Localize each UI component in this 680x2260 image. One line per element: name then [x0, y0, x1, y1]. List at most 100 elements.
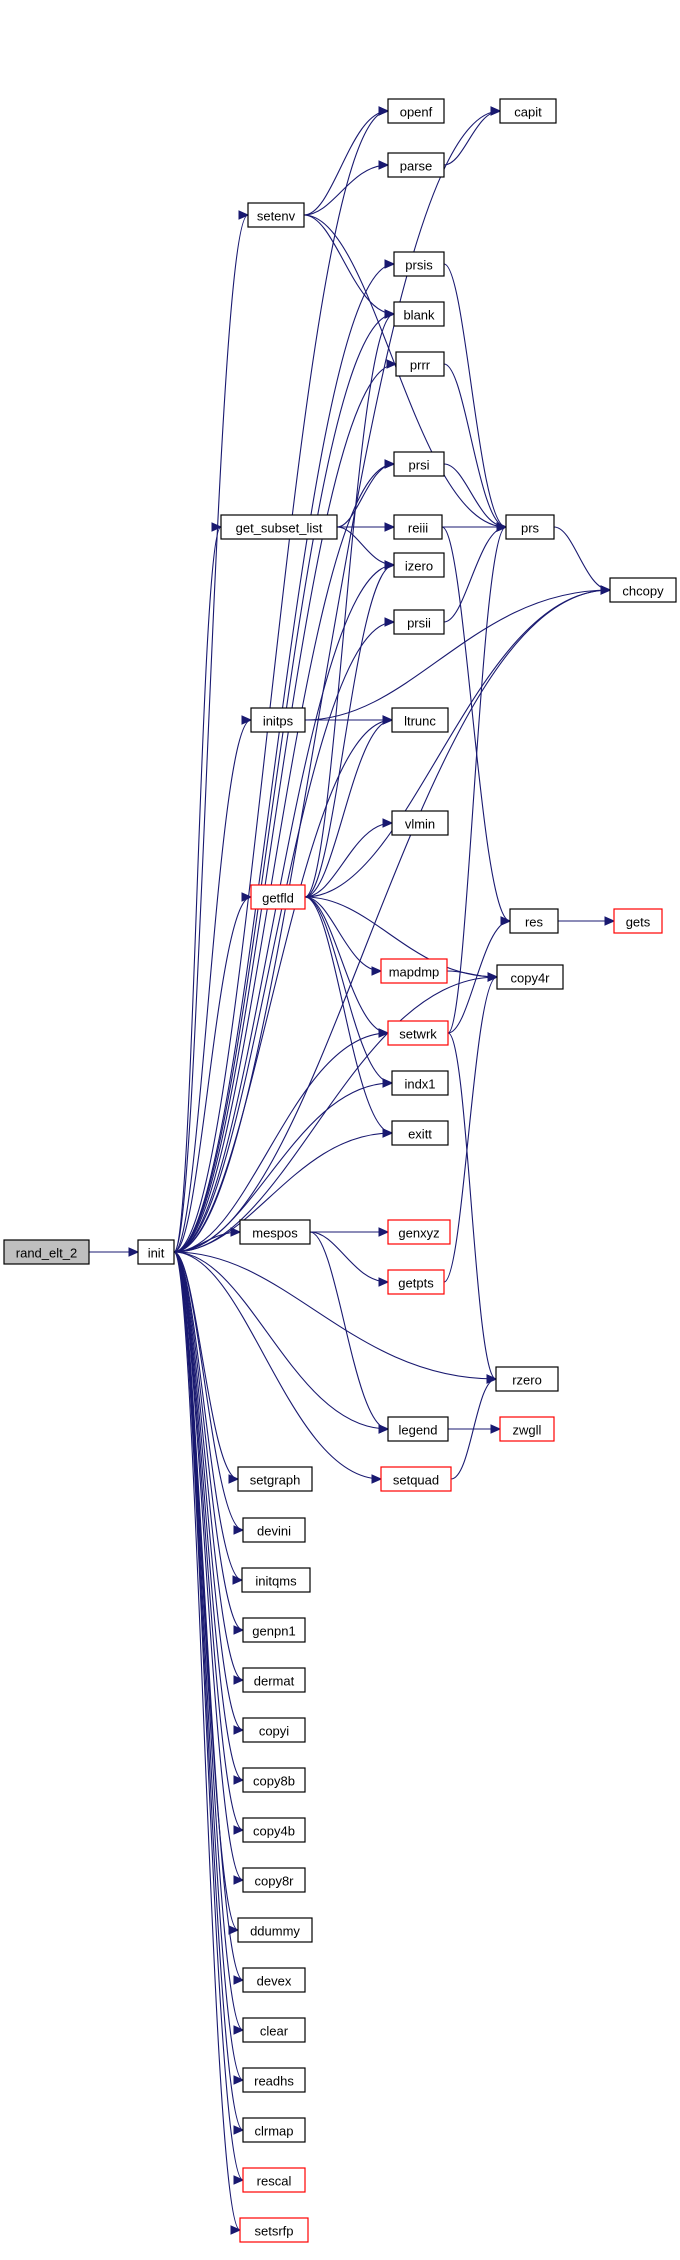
node-prs[interactable]: prs — [505, 514, 555, 540]
node-box-gets — [613, 908, 663, 934]
edge-init-to-capit — [173, 110, 501, 1253]
node-gets[interactable]: gets — [613, 908, 663, 934]
node-ddummy[interactable]: ddummy — [237, 1917, 313, 1943]
node-getfld[interactable]: getfld — [250, 884, 306, 910]
node-box-exitt — [391, 1120, 449, 1146]
node-clear[interactable]: clear — [242, 2017, 306, 2043]
node-prrr[interactable]: prrr — [395, 351, 445, 377]
node-copyi[interactable]: copyi — [242, 1717, 306, 1743]
edge-init-to-prsi — [173, 463, 395, 1253]
arrowhead-init-to-mespos — [230, 1227, 242, 1237]
node-label-copy8b: copy8b — [253, 1774, 295, 1789]
node-box-prs — [505, 514, 555, 540]
edge-getfld-to-izero — [304, 564, 395, 898]
node-chcopy[interactable]: chcopy — [609, 577, 677, 603]
node-setenv[interactable]: setenv — [247, 202, 305, 228]
node-copy8r[interactable]: copy8r — [242, 1867, 306, 1893]
node-prsis[interactable]: prsis — [393, 251, 445, 277]
edge-init-to-blank — [173, 313, 395, 1253]
node-genxyz[interactable]: genxyz — [387, 1219, 451, 1245]
node-box-getpts — [387, 1269, 445, 1295]
node-blank[interactable]: blank — [393, 301, 445, 327]
node-setsrfp[interactable]: setsrfp — [239, 2217, 309, 2243]
node-copy8b[interactable]: copy8b — [242, 1767, 306, 1793]
edge-init-to-setquad — [173, 1251, 382, 1480]
node-label-setquad: setquad — [393, 1473, 439, 1488]
node-izero[interactable]: izero — [393, 552, 445, 578]
arrowhead-init-to-copy4b — [233, 1825, 245, 1835]
arrowhead-init-to-initqms — [232, 1575, 244, 1585]
node-mespos[interactable]: mespos — [239, 1219, 311, 1245]
node-dermat[interactable]: dermat — [242, 1667, 306, 1693]
node-prsii[interactable]: prsii — [393, 609, 445, 635]
edge-init-to-copy8r — [173, 1251, 244, 1881]
node-zwgll[interactable]: zwgll — [499, 1416, 555, 1442]
node-label-copy8r: copy8r — [254, 1874, 294, 1889]
node-exitt[interactable]: exitt — [391, 1120, 449, 1146]
node-box-indx1 — [391, 1070, 449, 1096]
arrowhead-getfld-to-exitt — [382, 1128, 394, 1138]
arrowhead-init-to-dermat — [233, 1675, 245, 1685]
node-box-copy8r — [242, 1867, 306, 1893]
node-get_subset_list[interactable]: get_subset_list — [220, 514, 338, 540]
node-rzero[interactable]: rzero — [495, 1366, 559, 1392]
node-label-indx1: indx1 — [404, 1077, 435, 1092]
arrowhead-getfld-to-setwrk — [378, 1028, 390, 1038]
node-label-chcopy: chcopy — [622, 584, 664, 599]
node-legend[interactable]: legend — [387, 1416, 449, 1442]
arrowhead-legend-to-zwgll — [490, 1424, 502, 1434]
arrowhead-getfld-to-blank — [384, 309, 396, 319]
node-box-init — [137, 1239, 175, 1265]
edge-getfld-to-chcopy — [304, 589, 611, 898]
node-copy4r[interactable]: copy4r — [496, 964, 564, 990]
node-res[interactable]: res — [509, 908, 559, 934]
edge-init-to-legend — [173, 1251, 389, 1430]
node-genpn1[interactable]: genpn1 — [242, 1617, 306, 1643]
node-copy4b[interactable]: copy4b — [242, 1817, 306, 1843]
arrowhead-getfld-to-izero — [384, 560, 396, 570]
node-label-gets: gets — [626, 915, 651, 930]
arrowhead-init-to-devini — [233, 1525, 245, 1535]
node-initps[interactable]: initps — [250, 707, 306, 733]
node-reiii[interactable]: reiii — [393, 514, 443, 540]
arrowhead-getfld-to-ltrunc — [382, 715, 394, 725]
node-label-izero: izero — [405, 559, 433, 574]
node-setquad[interactable]: setquad — [380, 1466, 452, 1492]
node-readhs[interactable]: readhs — [242, 2067, 306, 2093]
node-label-openf: openf — [400, 105, 433, 120]
node-box-rescal — [242, 2167, 306, 2193]
node-rand_elt_2[interactable]: rand_elt_2 — [3, 1239, 90, 1265]
node-mapdmp[interactable]: mapdmp — [380, 958, 448, 984]
arrowhead-init-to-prsis — [384, 259, 396, 269]
arrowhead-init-to-initps — [241, 715, 253, 725]
node-label-readhs: readhs — [254, 2074, 294, 2089]
edge-prsii-to-prs — [443, 526, 507, 623]
node-ltrunc[interactable]: ltrunc — [391, 707, 449, 733]
node-indx1[interactable]: indx1 — [391, 1070, 449, 1096]
node-setwrk[interactable]: setwrk — [387, 1020, 449, 1046]
node-getpts[interactable]: getpts — [387, 1269, 445, 1295]
node-openf[interactable]: openf — [387, 98, 445, 124]
node-prsi[interactable]: prsi — [393, 451, 445, 477]
node-box-izero — [393, 552, 445, 578]
node-setgraph[interactable]: setgraph — [237, 1466, 313, 1492]
edge-prs-to-chcopy — [553, 526, 611, 591]
node-rescal[interactable]: rescal — [242, 2167, 306, 2193]
node-devini[interactable]: devini — [242, 1517, 306, 1543]
node-label-initps: initps — [263, 714, 294, 729]
node-box-devini — [242, 1517, 306, 1543]
node-vlmin[interactable]: vlmin — [391, 810, 449, 836]
edge-init-to-rzero — [173, 1251, 497, 1380]
edge-init-to-genpn1 — [173, 1251, 244, 1631]
arrowhead-setwrk-to-prs — [496, 522, 508, 532]
node-clrmap[interactable]: clrmap — [242, 2117, 306, 2143]
node-label-getpts: getpts — [398, 1276, 434, 1291]
node-init[interactable]: init — [137, 1239, 175, 1265]
node-devex[interactable]: devex — [242, 1967, 306, 1993]
node-box-readhs — [242, 2067, 306, 2093]
arrowhead-init-to-getfld — [241, 892, 253, 902]
node-initqms[interactable]: initqms — [241, 1567, 311, 1593]
node-parse[interactable]: parse — [387, 152, 445, 178]
node-capit[interactable]: capit — [499, 98, 557, 124]
